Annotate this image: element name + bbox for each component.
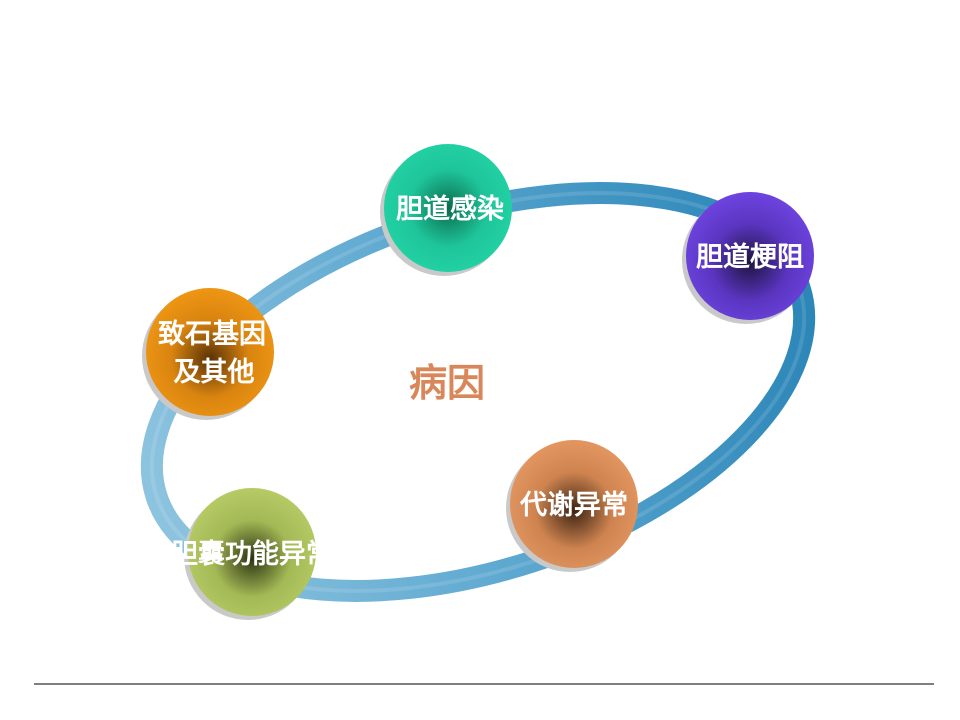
node-metabolic-circle [510, 440, 638, 568]
node-genes-label-line1: 致石基因 [158, 318, 266, 350]
node-gallbladder-label: 胆囊功能异常 [171, 538, 333, 570]
node-stone-genes: 致石基因 及其他 [142, 288, 274, 420]
center-label: 病因 [409, 361, 485, 405]
node-infection-label: 胆道感染 [396, 193, 504, 225]
node-gallbladder-circle [188, 488, 316, 616]
node-gallbladder-dysfunction: 胆囊功能异常 [171, 488, 333, 620]
node-metabolic-abnormality: 代谢异常 [506, 440, 638, 572]
node-genes-label-line2: 及其他 [174, 357, 255, 388]
node-genes-circle [146, 288, 274, 416]
node-metabolic-label: 代谢异常 [519, 490, 628, 521]
node-obstruction-label: 胆道梗阻 [696, 241, 804, 273]
node-infection-circle [384, 144, 512, 272]
node-biliary-obstruction: 胆道梗阻 [682, 192, 814, 324]
node-obstruction-circle [686, 192, 814, 320]
node-biliary-infection: 胆道感染 [380, 144, 512, 276]
